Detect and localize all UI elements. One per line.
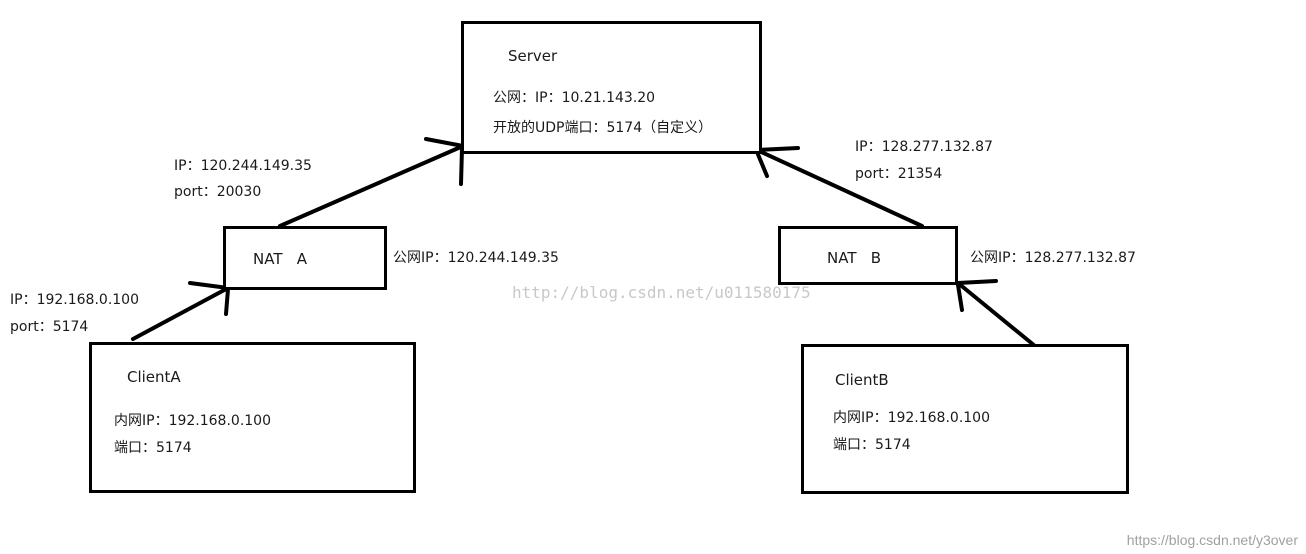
client-a-port: 端口：5174: [114, 440, 192, 456]
client-a-box: [89, 342, 416, 493]
arrowhead-client-b-nat-top: [956, 279, 998, 285]
link-a-port: port：20030: [174, 184, 262, 200]
footer-source-url: https://blog.csdn.net/y3over: [1126, 532, 1298, 548]
nat-a-box: [223, 226, 387, 290]
arrowhead-nat-b-server-down: [755, 150, 769, 178]
client-a-src-ip: IP：192.168.0.100: [10, 292, 139, 308]
client-b-inner-ip: 内网IP：192.168.0.100: [833, 410, 990, 426]
client-b-port: 端口：5174: [833, 437, 911, 453]
nat-b-box: [778, 226, 958, 285]
arrowhead-nat-b-server-top: [755, 146, 800, 152]
arrowhead-client-a-nat-down: [224, 287, 230, 316]
nat-a-public-ip: 公网IP：120.244.149.35: [393, 250, 559, 266]
nat-b-title: NAT B: [827, 249, 882, 267]
link-a-ip: IP：120.244.149.35: [174, 158, 312, 174]
server-public-ip: 公网：IP：10.21.143.20: [493, 90, 656, 106]
client-b-title: ClientB: [835, 371, 889, 389]
arrowhead-nat-a-server-top: [424, 137, 465, 148]
arrow-nat-b-to-server: [755, 148, 924, 228]
arrowhead-nat-a-server-down: [459, 146, 464, 186]
arrow-nat-a-to-server: [278, 144, 465, 228]
client-a-inner-ip: 内网IP：192.168.0.100: [114, 413, 271, 429]
client-a-src-port: port：5174: [10, 319, 89, 335]
arrow-client-a-to-nat-a: [131, 286, 230, 341]
nat-b-public-ip: 公网IP：128.277.132.87: [970, 250, 1136, 266]
arrowhead-client-a-nat-top: [188, 281, 230, 290]
watermark-text: http://blog.csdn.net/u011580175: [512, 283, 811, 302]
link-b-ip: IP：128.277.132.87: [855, 139, 993, 155]
arrowhead-client-b-nat-down: [956, 283, 964, 312]
arrow-client-b-to-nat-b: [956, 281, 1037, 348]
client-b-box: [801, 344, 1129, 494]
link-b-port: port：21354: [855, 166, 943, 182]
client-a-title: ClientA: [127, 368, 181, 386]
server-udp-port: 开放的UDP端口：5174（自定义）: [493, 120, 713, 136]
server-title: Server: [508, 47, 558, 65]
nat-a-title: NAT A: [253, 250, 308, 268]
server-box: [461, 21, 762, 154]
